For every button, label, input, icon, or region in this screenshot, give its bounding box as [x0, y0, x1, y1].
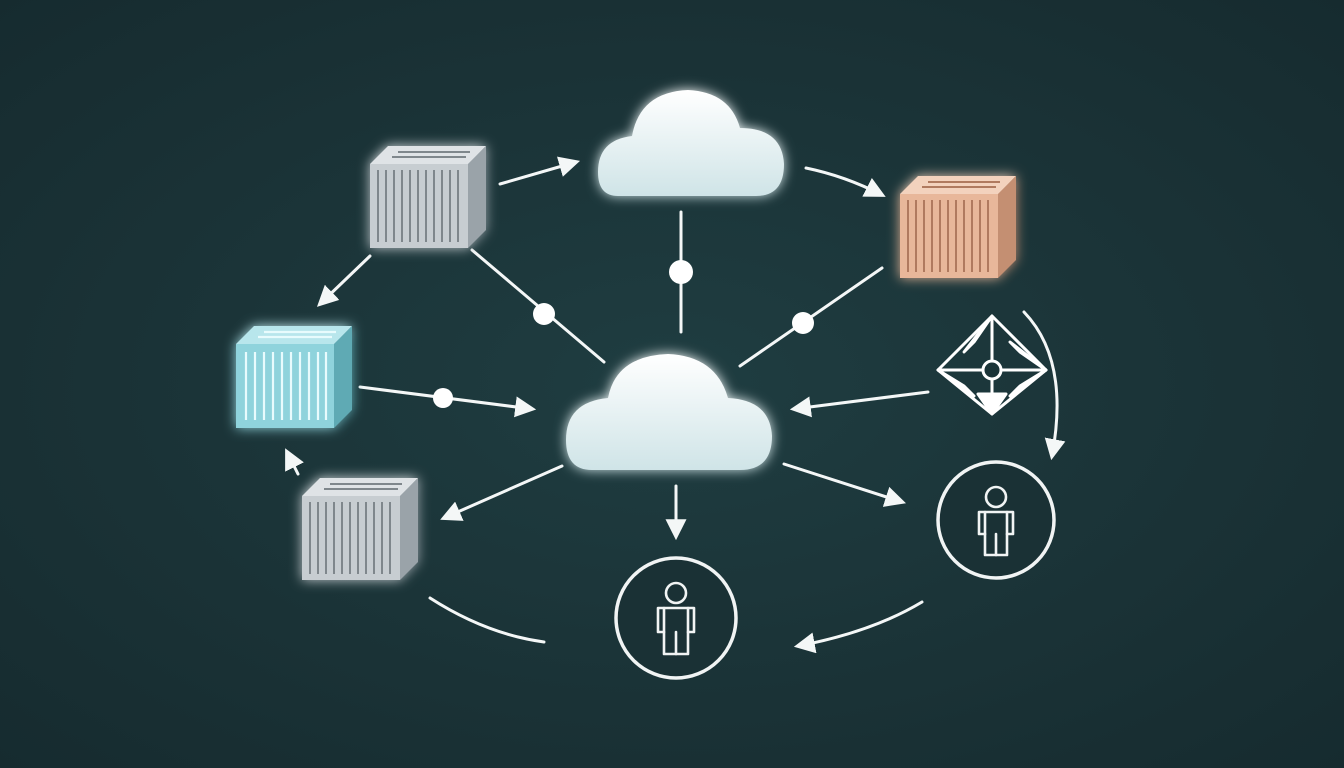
- arc-bottom-left: [428, 596, 546, 644]
- arrow-center-to-right-user: [782, 462, 906, 507]
- arrow-right-user-to-bottom-user: [793, 600, 924, 654]
- arrow-container-to-top-cloud: [498, 156, 581, 186]
- shipping-container-icon: [302, 478, 418, 580]
- junction-dots: [433, 260, 814, 408]
- user-right[interactable]: [936, 460, 1056, 580]
- arrow-hub-to-center: [789, 390, 930, 418]
- cloud-center[interactable]: [566, 354, 772, 470]
- cloud-icon: [598, 90, 784, 196]
- user-bottom[interactable]: [614, 556, 738, 680]
- junction-dot: [533, 303, 555, 325]
- junction-dot: [669, 260, 693, 284]
- shipping-container-icon: [900, 176, 1016, 278]
- container-top-left[interactable]: [370, 146, 486, 248]
- arrow-top-cloud-to-container-right: [804, 166, 886, 197]
- user-ring: [936, 460, 1056, 580]
- arrow-center-to-bottom-container: [440, 464, 564, 521]
- junction-dot: [433, 388, 453, 408]
- user-icon: [656, 581, 696, 656]
- arrow-container-to-teal-container: [316, 254, 372, 307]
- container-bottom-left[interactable]: [302, 478, 418, 580]
- cloud-icon: [566, 354, 772, 470]
- user-ring: [614, 556, 738, 680]
- container-right[interactable]: [900, 176, 1016, 278]
- shipping-container-icon: [236, 326, 352, 428]
- arrow-hub-to-right-user: [1022, 310, 1066, 461]
- cloud-top[interactable]: [598, 90, 784, 196]
- junction-dot: [792, 312, 814, 334]
- arrow-bottom-container-to-teal: [285, 448, 304, 476]
- shipping-container-icon: [370, 146, 486, 248]
- network-hub-icon: [936, 314, 1048, 416]
- user-icon: [977, 485, 1015, 557]
- container-left[interactable]: [236, 326, 352, 428]
- network-hub[interactable]: [936, 314, 1048, 416]
